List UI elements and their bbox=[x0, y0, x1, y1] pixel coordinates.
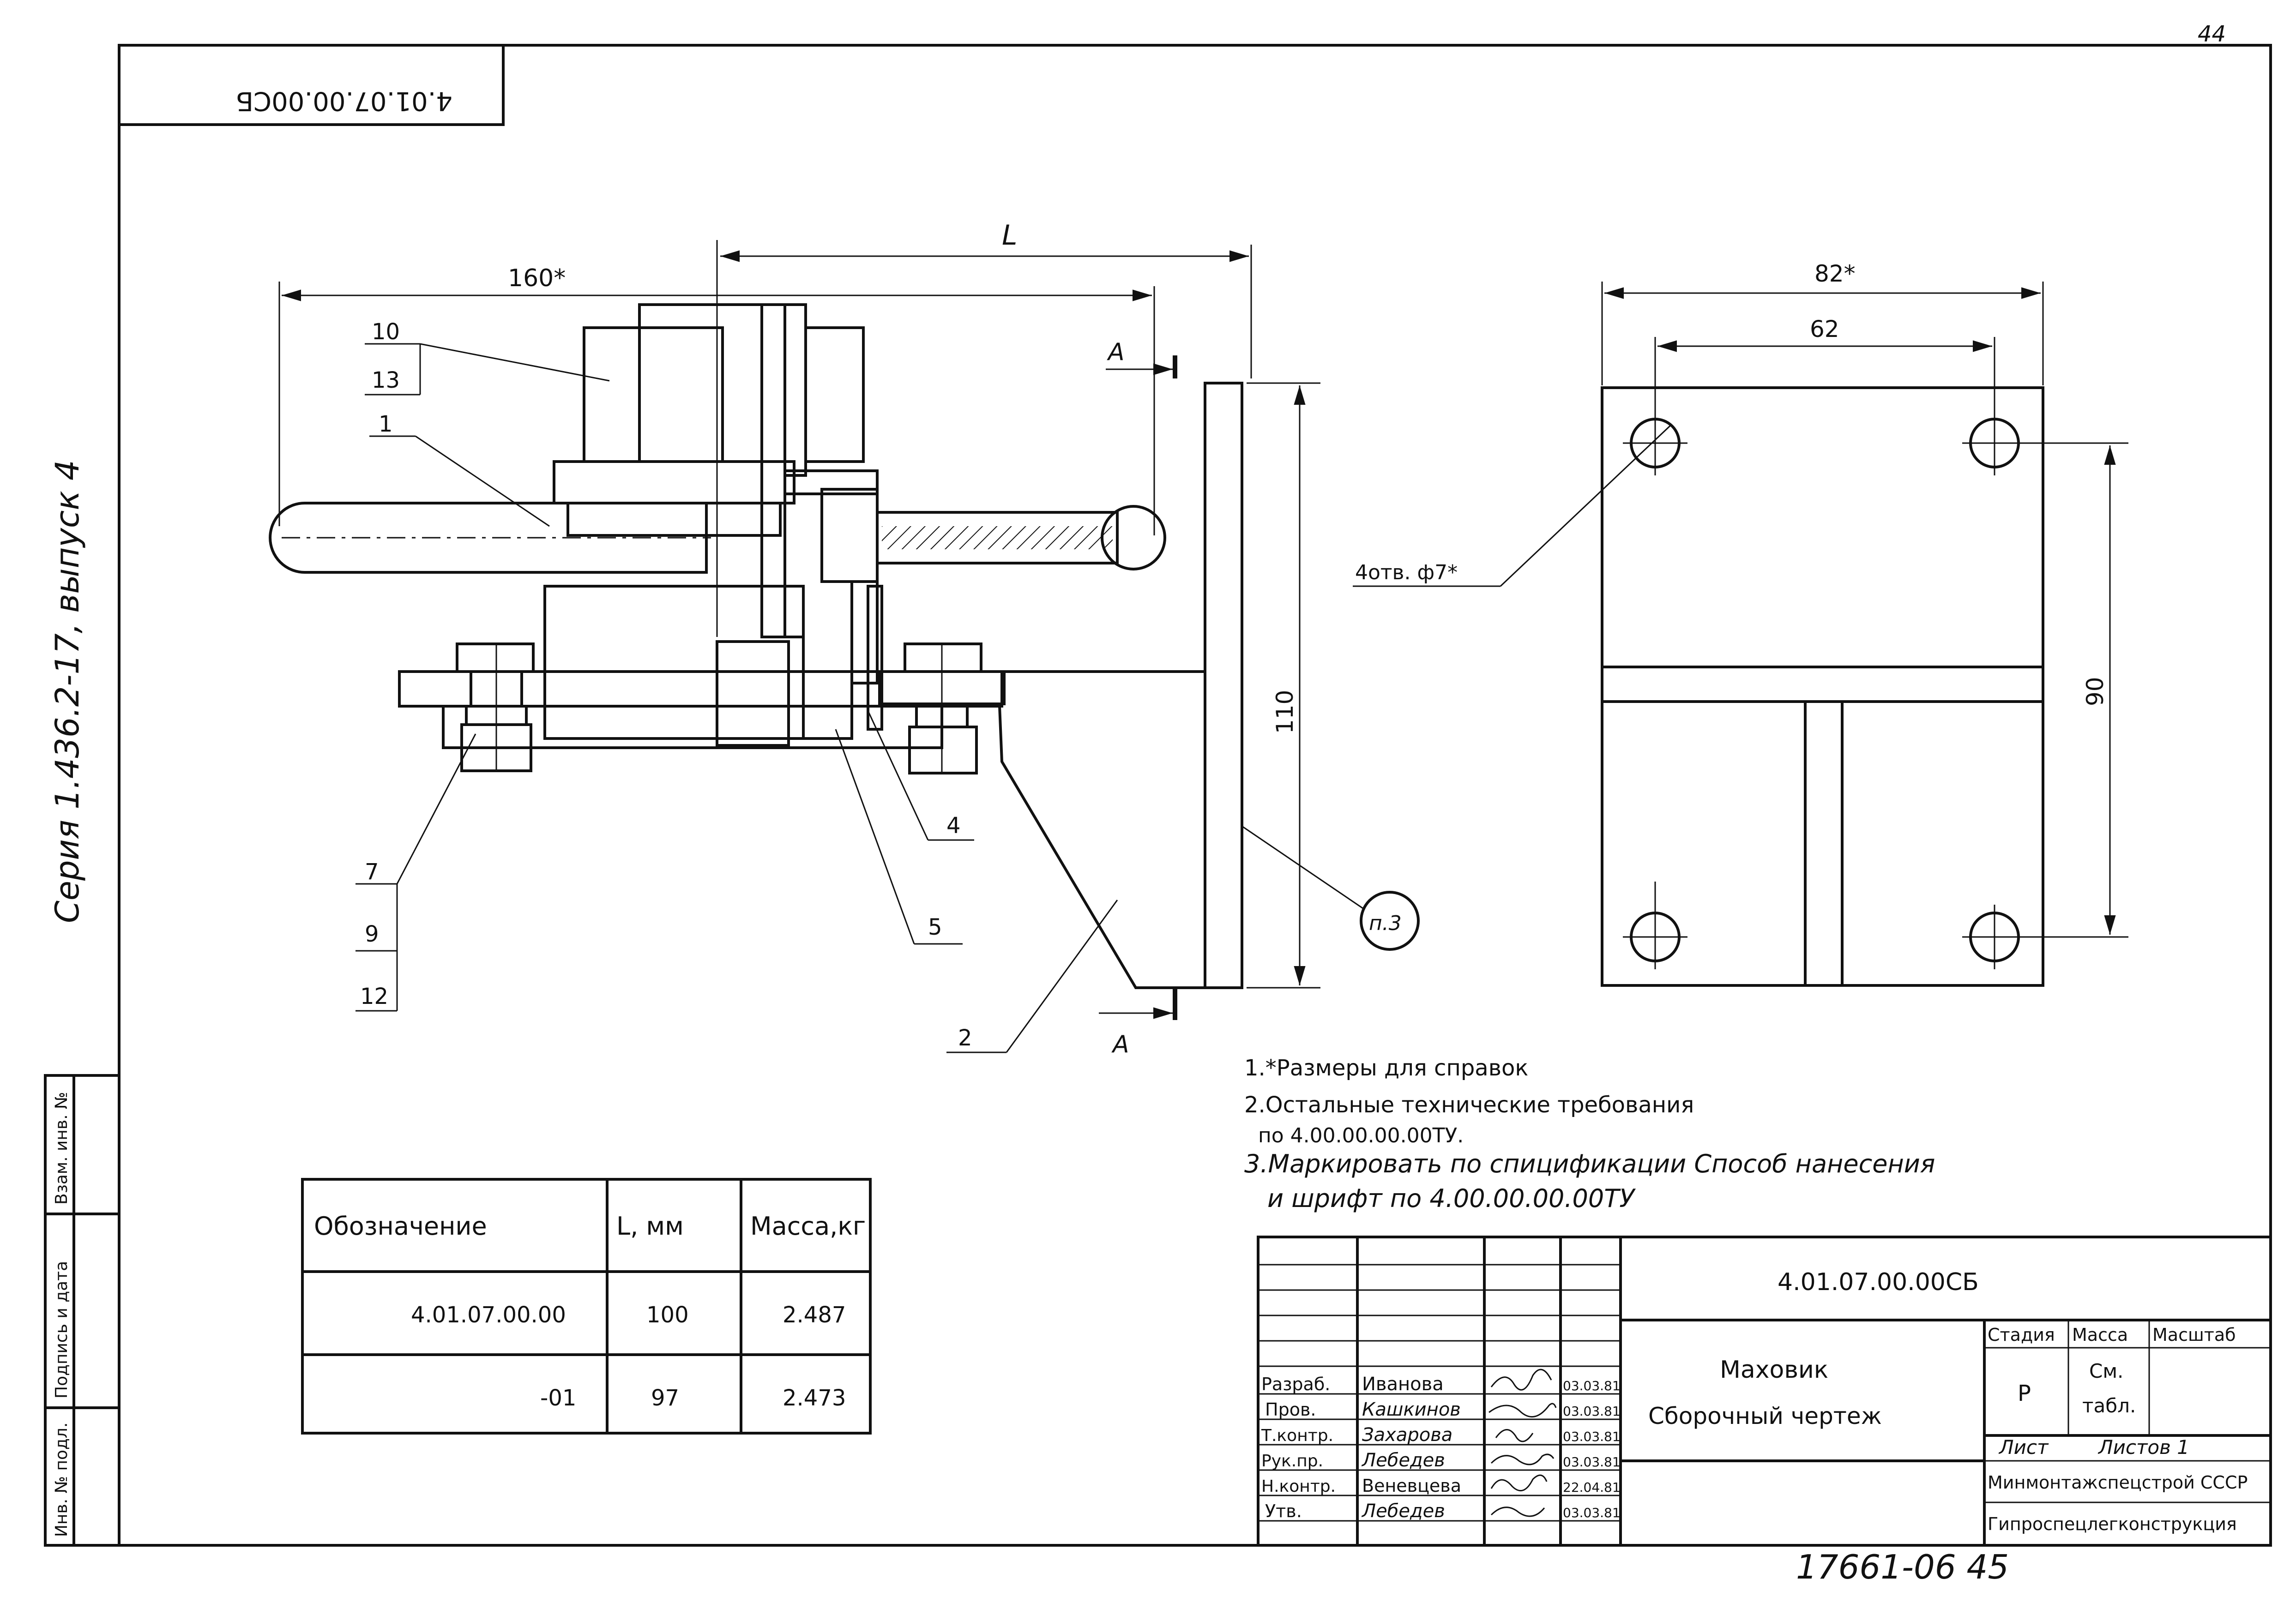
role-cell: Рук.пр. bbox=[1261, 1452, 1323, 1471]
table-header-L: L, мм bbox=[616, 1212, 684, 1241]
role-cell: Утв. bbox=[1265, 1501, 1302, 1521]
callout-7: 7 bbox=[365, 859, 379, 885]
holes-note: 4отв. ф7* bbox=[1355, 561, 1458, 584]
title-name1: Маховик bbox=[1720, 1356, 1828, 1384]
rotated-code-box: 4.01.07.00.00СБ bbox=[118, 45, 505, 126]
callout-p3: п.3 bbox=[1241, 825, 1420, 951]
callout-5-text: 5 bbox=[928, 914, 942, 940]
role-cell: Н.контр. bbox=[1261, 1477, 1336, 1496]
table-cell: 2.473 bbox=[783, 1385, 846, 1411]
dim-110: 110 bbox=[1272, 690, 1298, 734]
date-cell: 03.03.81 bbox=[1563, 1505, 1621, 1520]
stamp-inv-podl: Инв. № подл. bbox=[52, 1423, 71, 1537]
scale-label: Масштаб bbox=[2152, 1325, 2236, 1345]
callout-2-text: 2 bbox=[958, 1025, 972, 1051]
main-view: 160* L bbox=[269, 219, 1420, 1058]
table-header-mass: Масса,кг bbox=[750, 1212, 866, 1241]
dim-L: L bbox=[1002, 219, 1017, 252]
name-cell: Кашкинов bbox=[1362, 1399, 1461, 1420]
sheets-label: Листов 1 bbox=[2097, 1436, 2189, 1459]
title-code: 4.01.07.00.00СБ bbox=[1778, 1268, 1979, 1296]
org-1: Минмонтажспецстрой СССР bbox=[1988, 1472, 2248, 1493]
name-cell: Захарова bbox=[1362, 1424, 1452, 1446]
org-2: Гипроспецлегконструкция bbox=[1988, 1514, 2237, 1534]
callout-7-9-12: 7 9 12 bbox=[356, 733, 476, 1012]
date-cell: 03.03.81 bbox=[1563, 1378, 1621, 1393]
dim-90: 90 bbox=[2082, 677, 2109, 706]
dim-160: 160* bbox=[508, 264, 566, 292]
stage-label: Стадия bbox=[1988, 1325, 2055, 1345]
name-cell: Иванова bbox=[1362, 1374, 1444, 1395]
stamp-vzam: Взам. инв. № bbox=[52, 1092, 71, 1205]
name-cell: Лебедев bbox=[1361, 1501, 1445, 1522]
note-2a: 2.Остальные технические требования bbox=[1244, 1092, 1694, 1118]
note-1: 1.*Размеры для справок bbox=[1244, 1055, 1528, 1081]
mass-label: Масса bbox=[2072, 1325, 2128, 1345]
dim-62: 62 bbox=[1810, 316, 1839, 342]
table-cell: 100 bbox=[646, 1302, 689, 1328]
table-cell: 4.01.07.00.00 bbox=[411, 1302, 566, 1328]
section-view: 82* 62 90 4отв. ф7* bbox=[1353, 260, 2128, 987]
table-cell: -01 bbox=[540, 1385, 576, 1411]
bracket-plate bbox=[1204, 382, 1243, 989]
role-cell: Пров. bbox=[1265, 1399, 1316, 1420]
callout-10: 10 bbox=[372, 319, 400, 345]
section-a-top: А bbox=[1107, 338, 1125, 366]
callout-4-text: 4 bbox=[946, 813, 961, 839]
callout-9: 9 bbox=[365, 921, 379, 947]
title-block: 4.01.07.00.00СБ Маховик Сборочный чертеж… bbox=[1257, 1236, 2272, 1547]
callout-13: 13 bbox=[372, 367, 400, 393]
role-cell: Разраб. bbox=[1261, 1374, 1330, 1394]
series-label: Серия 1.436.2-17, выпуск 4 bbox=[48, 460, 86, 923]
note-3b: и шрифт по 4.00.00.00.00ТУ bbox=[1267, 1184, 1636, 1213]
callout-p3-text: п.3 bbox=[1369, 912, 1402, 935]
mass-value-2: табл. bbox=[2082, 1394, 2136, 1417]
date-cell: 22.04.81 bbox=[1563, 1480, 1621, 1495]
side-stamp: Инв. № подл. Подпись и дата Взам. инв. № bbox=[44, 1074, 121, 1547]
rotated-code-text: 4.01.07.00.00СБ bbox=[236, 86, 452, 116]
table-cell: 97 bbox=[651, 1385, 679, 1411]
stage-value: Р bbox=[2018, 1381, 2031, 1406]
bottom-number: 17661-06 45 bbox=[1796, 1548, 2009, 1586]
mass-value-1: См. bbox=[2089, 1360, 2123, 1382]
note-2b: по 4.00.00.00.00ТУ. bbox=[1258, 1124, 1464, 1147]
dim-82: 82* bbox=[1814, 260, 1856, 287]
callout-2: 2 bbox=[946, 900, 1118, 1053]
callout-1-text: 1 bbox=[379, 411, 393, 437]
hatched-sleeve bbox=[783, 303, 807, 477]
technical-notes: 1.*Размеры для справок 2.Остальные техни… bbox=[1244, 1055, 1935, 1213]
sheet-frame bbox=[118, 44, 2272, 1547]
note-3a: 3.Маркировать по спицификации Способ нан… bbox=[1244, 1149, 1935, 1178]
callout-12: 12 bbox=[360, 984, 388, 1009]
date-cell: 03.03.81 bbox=[1563, 1454, 1621, 1470]
table-cell: 2.487 bbox=[783, 1302, 846, 1328]
role-cell: Т.контр. bbox=[1261, 1426, 1333, 1445]
name-cell: Веневцева bbox=[1362, 1476, 1461, 1496]
hatched-block-top bbox=[804, 326, 865, 463]
stamp-podpis: Подпись и дата bbox=[52, 1261, 71, 1399]
callout-10-13: 10 13 bbox=[365, 319, 610, 396]
signatures bbox=[1488, 1369, 1557, 1517]
date-cell: 03.03.81 bbox=[1563, 1429, 1621, 1444]
section-a-bottom: А bbox=[1111, 1031, 1129, 1058]
hatched-hub bbox=[783, 492, 853, 740]
callout-1: 1 bbox=[369, 411, 550, 527]
callout-5: 5 bbox=[835, 729, 963, 945]
table-header-designation: Обозначение bbox=[314, 1212, 487, 1241]
sheet-label: Лист bbox=[1998, 1436, 2049, 1459]
variant-table: Обозначение L, мм Масса,кг 4.01.07.00.00… bbox=[301, 1178, 872, 1435]
name-cell: Лебедев bbox=[1361, 1450, 1445, 1471]
page-number: 44 bbox=[2198, 21, 2226, 47]
date-cell: 03.03.81 bbox=[1563, 1404, 1621, 1419]
title-name2: Сборочный чертеж bbox=[1648, 1403, 1882, 1429]
callout-4: 4 bbox=[867, 710, 974, 841]
